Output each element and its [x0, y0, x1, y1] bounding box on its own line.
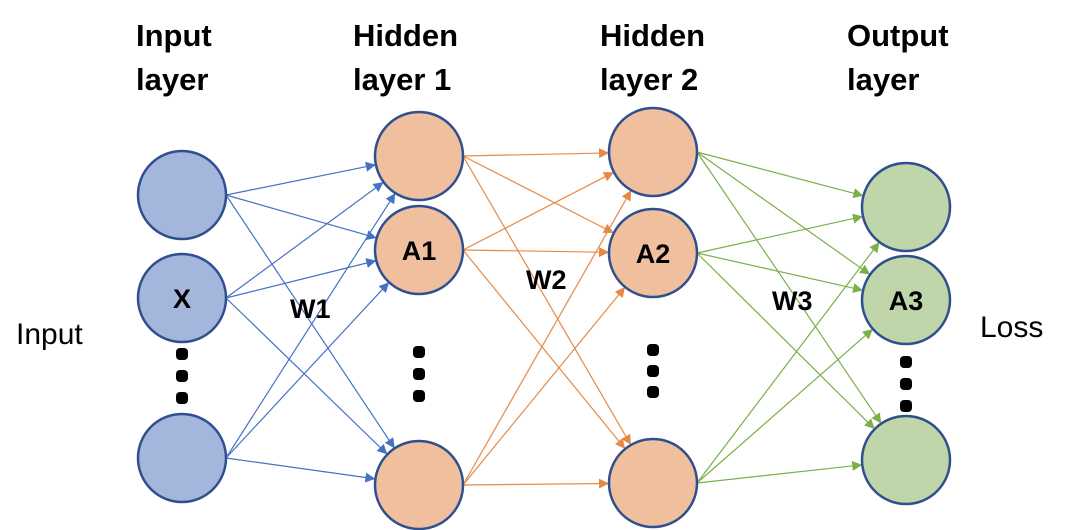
edge-w3-2-0 [696, 241, 880, 484]
edge-w3-1-2 [696, 252, 876, 430]
input-node-0 [136, 149, 228, 241]
hidden2-node-0 [607, 106, 699, 198]
hidden2-ellipsis-dot-1 [647, 365, 659, 377]
edge-w1-1-0 [225, 181, 384, 299]
input-side-label: Input [16, 318, 83, 351]
input-ellipsis-dot-1 [176, 370, 188, 382]
hidden1-ellipsis-dot-1 [413, 368, 425, 380]
ellipses [176, 344, 912, 412]
input-layer-title-line1: Input [136, 18, 212, 53]
edge-w2-0-2 [462, 155, 632, 446]
input-ellipsis-dot-0 [176, 348, 188, 360]
output-node-label: A3 [889, 286, 924, 316]
output-ellipsis-dot-0 [900, 356, 912, 368]
input-node-2 [136, 412, 228, 504]
edge-w3-0-0 [696, 151, 864, 199]
output-layer-title-line2: layer [847, 62, 919, 97]
hidden2-layer-title-line2: layer 2 [600, 62, 698, 97]
edge-w1-1-2 [225, 297, 388, 455]
input-layer-title-line2: layer [136, 62, 208, 97]
hidden2-node-2 [607, 437, 699, 529]
hidden1-node-label: A1 [402, 236, 437, 266]
edge-w1-0-0 [225, 161, 376, 196]
input-node-1 [136, 252, 228, 344]
output-node-0 [860, 161, 952, 253]
edge-w3-0-1 [696, 151, 871, 276]
edge-w3-1-1 [696, 252, 864, 294]
weight-label-w1: W1 [290, 294, 331, 324]
input-node-label: X [173, 284, 191, 314]
hidden1-node-1 [373, 204, 465, 296]
edge-w2-1-1 [462, 247, 610, 258]
edge-w1-2-0 [225, 192, 396, 459]
hidden1-node-2 [373, 439, 465, 530]
edge-w2-1-2 [462, 249, 626, 450]
edge-w1-0-2 [225, 194, 396, 449]
edge-w1-2-2 [225, 457, 376, 483]
hidden2-ellipsis-dot-2 [647, 386, 659, 398]
hidden1-layer-title-line2: layer 1 [353, 62, 451, 97]
edge-w3-2-1 [696, 328, 874, 484]
edge-w2-2-0 [462, 189, 632, 486]
hidden2-layer-title-line1: Hidden [600, 18, 705, 53]
weight-label-w2: W2 [526, 265, 567, 295]
output-ellipsis-dot-1 [900, 378, 912, 390]
output-node-1 [860, 254, 952, 346]
hidden1-layer-title-line1: Hidden [353, 18, 458, 53]
edge-w2-2-1 [462, 286, 626, 486]
loss-side-label: Loss [980, 311, 1043, 344]
edge-w2-2-2 [462, 478, 610, 489]
hidden2-node-1 [607, 207, 699, 299]
hidden1-ellipsis-dot-0 [413, 346, 425, 358]
weight-label-w3: W3 [772, 286, 813, 316]
edge-w3-1-0 [696, 213, 864, 254]
edge-w2-0-0 [462, 148, 610, 159]
edge-w3-0-2 [696, 151, 882, 424]
edge-w1-2-1 [225, 281, 390, 459]
edge-w1-1-1 [225, 258, 377, 299]
edge-w2-0-1 [462, 155, 615, 234]
output-ellipsis-dot-2 [900, 400, 912, 412]
edges [225, 148, 882, 489]
edge-w2-1-0 [462, 171, 615, 251]
output-node-2 [860, 414, 952, 506]
edge-w1-0-1 [225, 194, 377, 241]
hidden2-node-label: A2 [636, 239, 671, 269]
input-ellipsis-dot-2 [176, 392, 188, 404]
hidden2-ellipsis-dot-0 [647, 344, 659, 356]
output-layer-title-line1: Output [847, 18, 949, 53]
hidden1-node-0 [373, 110, 465, 202]
hidden1-ellipsis-dot-2 [413, 390, 425, 402]
edge-w3-2-2 [696, 460, 863, 484]
